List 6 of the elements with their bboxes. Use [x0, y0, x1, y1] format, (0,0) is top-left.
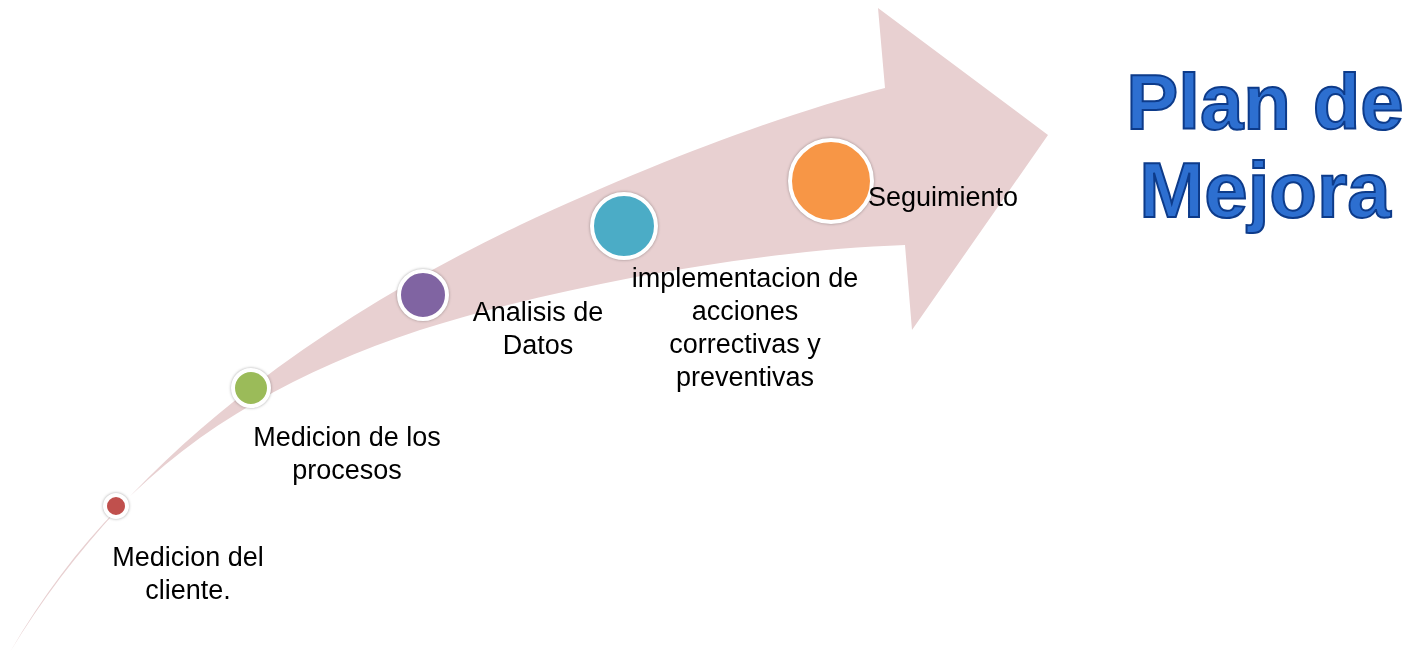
- step-label: Medicion del cliente.: [111, 541, 265, 607]
- step-label: implementacion de acciones correctivas y preventivas: [630, 262, 860, 394]
- step-label: Medicion de los procesos: [252, 421, 442, 487]
- step-label: Seguimiento: [868, 181, 1020, 214]
- step-label: Analisis de Datos: [471, 296, 605, 362]
- title: Plan de Mejora: [1125, 58, 1405, 234]
